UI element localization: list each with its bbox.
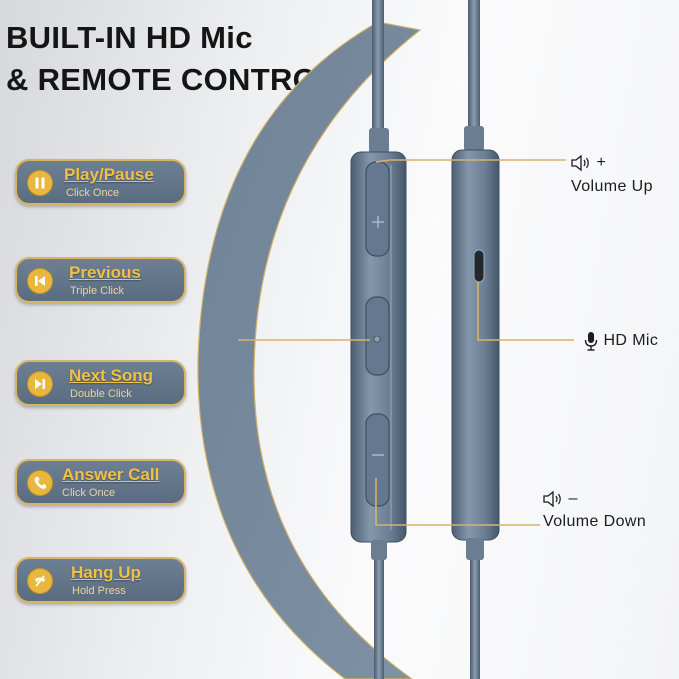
headline-line-2: & REMOTE CONTROL	[6, 62, 337, 97]
skip-back-icon	[27, 268, 53, 294]
volume-up-label: Volume Up	[571, 178, 653, 195]
callout-volume-down: –	[542, 490, 578, 508]
callout-volume-up: +	[570, 154, 606, 172]
callout-volume-down-text: Volume Down	[543, 513, 646, 531]
mic-label: HD Mic	[603, 332, 659, 350]
function-label: Next Song	[69, 366, 154, 385]
right-cable	[468, 0, 480, 679]
function-label: Hang Up	[71, 563, 141, 582]
volume-up-symbol: +	[596, 154, 607, 172]
pause-icon	[27, 170, 53, 196]
mic-housing	[451, 126, 500, 560]
skip-forward-icon	[27, 371, 53, 397]
volume-down-label: Volume Down	[543, 513, 647, 530]
volume-down-button	[365, 413, 390, 507]
headline-line-1: BUILT-IN HD Mic	[6, 20, 253, 55]
volume-down-symbol: –	[568, 490, 578, 508]
function-next-song: Next Song Double Click	[15, 360, 186, 406]
volume-up-button	[365, 161, 390, 257]
function-action: Click Once	[66, 187, 120, 199]
cable-arc	[197, 21, 422, 679]
function-play-pause: Play/Pause Click Once	[15, 159, 186, 205]
microphone-icon	[583, 332, 603, 351]
function-action: Hold Press	[72, 585, 126, 597]
left-cable	[372, 0, 384, 679]
function-label: Answer Call	[62, 465, 160, 484]
hang-up-icon	[27, 568, 53, 594]
leader-lines	[238, 159, 574, 526]
callout-volume-up-text: Volume Up	[571, 178, 653, 196]
function-hang-up: Hang Up Hold Press	[15, 557, 186, 603]
function-action: Click Once	[62, 487, 116, 499]
function-answer-call: Answer Call Click Once	[15, 459, 186, 505]
phone-icon	[27, 470, 53, 496]
speaker-icon	[542, 490, 568, 508]
callout-mic: HD Mic	[583, 331, 658, 351]
function-action: Triple Click	[70, 285, 124, 297]
function-previous: Previous Triple Click	[15, 257, 186, 303]
function-label: Play/Pause	[64, 165, 154, 184]
function-action: Double Click	[70, 388, 132, 400]
function-label: Previous	[69, 263, 141, 282]
speaker-icon	[570, 154, 596, 172]
center-button	[365, 296, 390, 376]
